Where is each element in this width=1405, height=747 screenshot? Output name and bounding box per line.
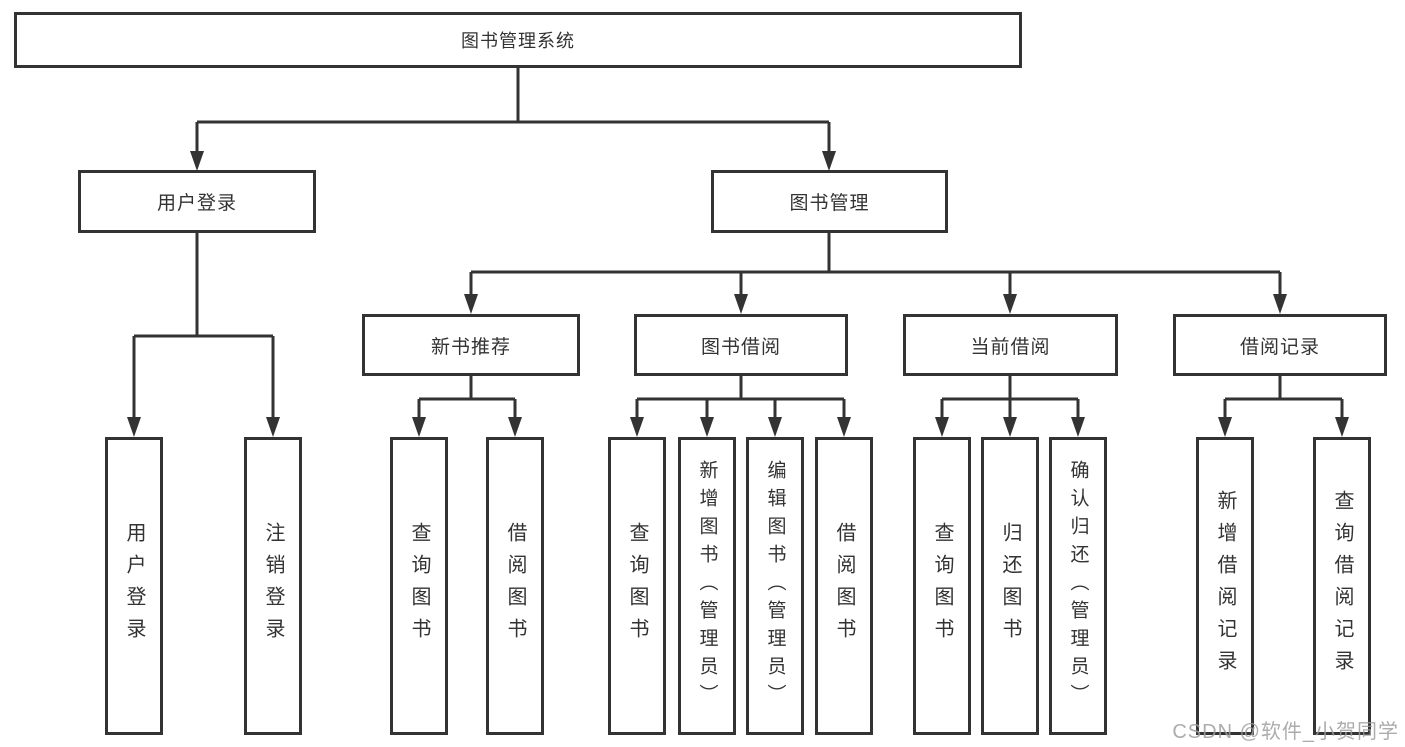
watermark-text: CSDN @软件_小贺同学 — [1172, 721, 1399, 743]
leaf-query-books-recommend: 查询图书 — [390, 437, 448, 735]
leaf-query-books-borrowing-label: 查询图书 — [626, 522, 648, 650]
node-book-borrowing: 图书借阅 — [634, 314, 848, 376]
node-current-borrowing-label: 当前借阅 — [970, 336, 1051, 358]
leaf-add-borrow-record-label: 新增借阅记录 — [1214, 490, 1236, 682]
leaf-query-borrow-record-label: 查询借阅记录 — [1331, 490, 1353, 682]
leaf-user-login-label: 用户登录 — [123, 522, 145, 650]
leaf-query-books-current-label: 查询图书 — [931, 522, 953, 650]
node-current-borrowing: 当前借阅 — [903, 314, 1118, 376]
node-root: 图书管理系统 — [14, 12, 1022, 68]
leaf-confirm-return-admin-label: 确认归还（管理员） — [1067, 460, 1089, 712]
node-root-label: 图书管理系统 — [461, 31, 575, 51]
leaf-query-books-recommend-label: 查询图书 — [408, 522, 430, 650]
leaf-borrow-books-recommend: 借阅图书 — [486, 437, 544, 735]
leaf-logout: 注销登录 — [244, 437, 302, 735]
edge-book-borrowing-children — [635, 376, 846, 418]
node-borrow-records-label: 借阅记录 — [1239, 336, 1320, 358]
leaf-query-books-borrowing: 查询图书 — [608, 437, 666, 735]
leaf-add-borrow-record: 新增借阅记录 — [1196, 437, 1254, 735]
leaf-query-borrow-record: 查询借阅记录 — [1313, 437, 1371, 735]
edge-book-management-children — [469, 233, 1282, 295]
leaf-borrow-books-borrowing-label: 借阅图书 — [833, 522, 855, 650]
edge-current-borrowing-children — [940, 376, 1080, 418]
edge-user-login-children — [132, 233, 275, 418]
node-book-management-label: 图书管理 — [789, 193, 870, 214]
leaf-add-book-admin-label: 新增图书（管理员） — [696, 460, 718, 712]
arrowheads — [127, 151, 1349, 437]
node-book-management: 图书管理 — [711, 170, 948, 233]
leaf-confirm-return-admin: 确认归还（管理员） — [1049, 437, 1107, 735]
node-book-borrowing-label: 图书借阅 — [700, 336, 781, 358]
leaf-edit-book-admin-label: 编辑图书（管理员） — [764, 460, 786, 712]
node-user-login: 用户登录 — [78, 170, 316, 233]
leaf-borrow-books-recommend-label: 借阅图书 — [504, 522, 526, 650]
node-new-book-recommend-label: 新书推荐 — [430, 336, 511, 358]
node-user-login-label: 用户登录 — [156, 193, 237, 214]
edge-new-book-recommend-children — [417, 376, 517, 418]
edge-root-to-level2 — [195, 68, 831, 152]
leaf-user-login: 用户登录 — [105, 437, 163, 735]
node-borrow-records: 借阅记录 — [1173, 314, 1387, 376]
node-new-book-recommend: 新书推荐 — [362, 314, 580, 376]
leaf-logout-label: 注销登录 — [262, 522, 284, 650]
leaf-edit-book-admin: 编辑图书（管理员） — [746, 437, 804, 735]
edge-borrow-records-children — [1223, 376, 1344, 418]
leaf-query-books-current: 查询图书 — [913, 437, 971, 735]
leaf-return-books: 归还图书 — [981, 437, 1039, 735]
leaf-add-book-admin: 新增图书（管理员） — [678, 437, 736, 735]
leaf-return-books-label: 归还图书 — [999, 522, 1021, 650]
leaf-borrow-books-borrowing: 借阅图书 — [815, 437, 873, 735]
